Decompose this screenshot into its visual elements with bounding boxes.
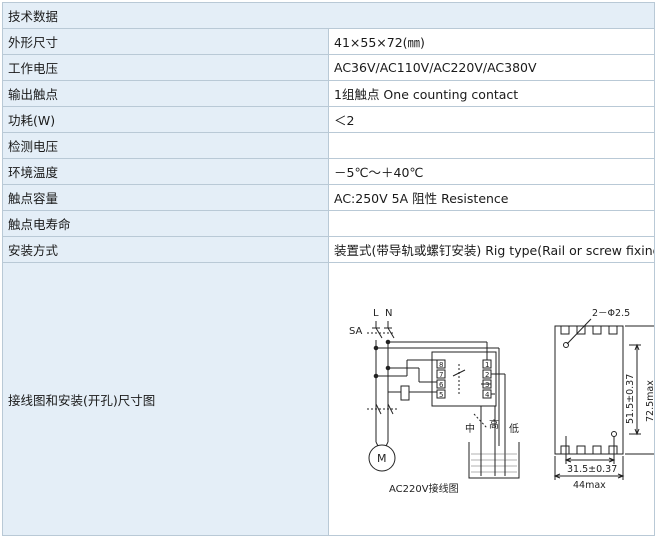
probe-mid-label: 中 bbox=[465, 422, 475, 435]
km-contact-n bbox=[387, 403, 394, 415]
spec-table: 技术数据 外形尺寸 41×55×72(㎜) 工作电压 AC36V/AC110V/… bbox=[2, 2, 655, 536]
row-label: 安装方式 bbox=[2, 236, 329, 263]
mount-hole bbox=[563, 342, 569, 348]
motor-wire-n bbox=[385, 441, 389, 447]
width-inner-label: 31.5±0.37 bbox=[567, 464, 617, 475]
row-label: 触点电寿命 bbox=[2, 210, 329, 237]
diagram-figure: L N SA bbox=[349, 308, 655, 495]
height-inner-label: 51.5±0.37 bbox=[625, 374, 636, 424]
wiring-caption: AC220V接线图 bbox=[389, 482, 459, 495]
diagram-row: 接线图和安装(开孔)尺寸图 L N SA bbox=[2, 262, 655, 536]
row-value bbox=[328, 210, 655, 237]
row-label: 工作电压 bbox=[2, 54, 329, 81]
table-row: 功耗(W) ＜2 bbox=[2, 106, 655, 133]
mount-hole bbox=[611, 431, 617, 437]
contactor-coil bbox=[400, 385, 410, 401]
km-contact-l bbox=[375, 403, 382, 415]
mount-drawing: 2－Φ2.5 51.5±0.37 bbox=[553, 308, 655, 491]
table-row: 环境温度 －5℃～＋40℃ bbox=[2, 158, 655, 185]
table-row: 触点容量 AC:250V 5A 阻性 Resistence bbox=[2, 184, 655, 211]
water-tank bbox=[468, 442, 520, 479]
table-row: 外形尺寸 41×55×72(㎜) bbox=[2, 28, 655, 55]
table-row: 安装方式 装置式(带导轨或螺钉安装) Rig type(Rail or scre… bbox=[2, 236, 655, 263]
terminal-label: 8 bbox=[439, 361, 443, 369]
row-label: 触点容量 bbox=[2, 184, 329, 211]
terminal-8 bbox=[436, 359, 446, 369]
wiring-sa-label: SA bbox=[349, 326, 363, 337]
terminal-label: 4 bbox=[485, 391, 490, 399]
diagram-cell: L N SA bbox=[328, 262, 655, 536]
terminal-label: 1 bbox=[485, 361, 489, 369]
terminal-label: 3 bbox=[485, 381, 489, 389]
dim-arrows bbox=[564, 457, 616, 463]
terminal-label: 2 bbox=[485, 371, 489, 379]
table-row: 工作电压 AC36V/AC110V/AC220V/AC380V bbox=[2, 54, 655, 81]
terminal-6 bbox=[436, 379, 446, 389]
wiring-diagram: L N SA bbox=[349, 308, 520, 495]
row-value: 41×55×72(㎜) bbox=[328, 28, 655, 55]
hole-label: 2－Φ2.5 bbox=[592, 308, 630, 319]
table-header-row: 技术数据 bbox=[2, 2, 655, 29]
dim-arrows bbox=[634, 343, 640, 436]
table-header: 技术数据 bbox=[2, 2, 655, 29]
height-max-label: 72.5max bbox=[645, 380, 655, 422]
terminal-1 bbox=[482, 359, 492, 369]
terminal-label: 5 bbox=[439, 391, 443, 399]
rail-teeth-bottom bbox=[560, 445, 618, 454]
row-label: 外形尺寸 bbox=[2, 28, 329, 55]
row-value: －5℃～＋40℃ bbox=[328, 158, 655, 185]
relay-contact bbox=[452, 369, 466, 377]
mount-outline bbox=[554, 325, 624, 455]
row-value: 1组触点 One counting contact bbox=[328, 80, 655, 107]
controller-box bbox=[431, 351, 497, 407]
row-label: 功耗(W) bbox=[2, 106, 329, 133]
probe-low-label: 低 bbox=[509, 422, 519, 435]
table-row: 输出触点 1组触点 One counting contact bbox=[2, 80, 655, 107]
motor-label: M bbox=[377, 452, 387, 465]
probe-high-label: 高 bbox=[489, 418, 499, 431]
width-max-label: 44max bbox=[573, 480, 606, 491]
row-value: AC36V/AC110V/AC220V/AC380V bbox=[328, 54, 655, 81]
terminal-5 bbox=[436, 389, 446, 399]
probe-leader bbox=[473, 413, 488, 429]
row-label: 接线图和安装(开孔)尺寸图 bbox=[2, 262, 329, 536]
terminal-7 bbox=[436, 369, 446, 379]
terminal-label: 7 bbox=[439, 371, 443, 379]
wiring-l-label: L bbox=[373, 308, 379, 319]
rail-teeth-top bbox=[560, 326, 618, 335]
dim-arrows bbox=[553, 473, 625, 479]
terminal-label: 6 bbox=[439, 381, 444, 389]
row-label: 检测电压 bbox=[2, 132, 329, 159]
motor-symbol bbox=[368, 444, 396, 472]
row-label: 环境温度 bbox=[2, 158, 329, 185]
hole-leader bbox=[566, 318, 592, 345]
motor-wire-l bbox=[375, 441, 379, 447]
row-value bbox=[328, 132, 655, 159]
row-value: AC:250V 5A 阻性 Resistence bbox=[328, 184, 655, 211]
row-label: 输出触点 bbox=[2, 80, 329, 107]
row-value: ＜2 bbox=[328, 106, 655, 133]
wiring-n-label: N bbox=[385, 308, 392, 319]
table-row: 检测电压 bbox=[2, 132, 655, 159]
table-row: 触点电寿命 bbox=[2, 210, 655, 237]
row-value: 装置式(带导轨或螺钉安装) Rig type(Rail or screw fix… bbox=[328, 236, 655, 263]
